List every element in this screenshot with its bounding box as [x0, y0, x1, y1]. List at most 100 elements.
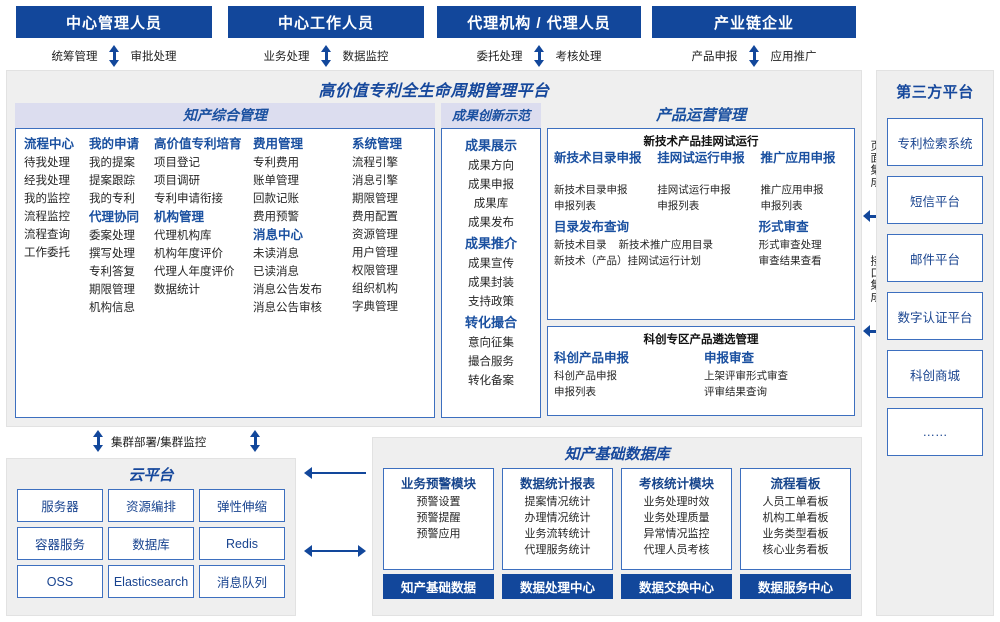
third-party-item-1[interactable]: 短信平台 [887, 176, 983, 224]
ip-menu-item[interactable]: 用户管理 [352, 247, 398, 259]
ip-menu-item[interactable]: 我的监控 [24, 193, 70, 205]
ip-menu-item[interactable]: 消息公告审核 [253, 302, 322, 314]
form-review-item[interactable]: 形式审查处理 [758, 239, 822, 251]
db-menu-item[interactable]: 业务处理时效 [643, 496, 710, 508]
product-menu-item[interactable]: 推广应用申报 [760, 184, 824, 196]
selection-menu-item[interactable]: 评审结果查询 [704, 386, 767, 398]
cloud-cell-4[interactable]: 数据库 [108, 527, 194, 560]
ip-menu-item[interactable]: 经我处理 [24, 175, 70, 187]
form-review-item[interactable]: 审查结果查看 [758, 255, 822, 267]
third-party-item-4[interactable]: 科创商城 [887, 350, 983, 398]
third-party-item-3[interactable]: 数字认证平台 [887, 292, 983, 340]
achievement-menu-item[interactable]: 转化备案 [468, 375, 514, 387]
db-menu-item[interactable]: 业务处理质量 [643, 512, 710, 524]
ip-menu-item[interactable]: 未读消息 [253, 248, 299, 260]
cloud-cell-3[interactable]: 容器服务 [17, 527, 103, 560]
achievement-menu-item[interactable]: 支持政策 [468, 296, 514, 308]
catalog-item[interactable]: 新技术（产品）挂网试运行计划 [554, 255, 701, 267]
achievement-menu-item[interactable]: 撮合服务 [468, 356, 514, 368]
ip-menu-item[interactable]: 已读消息 [253, 266, 299, 278]
db-menu-item[interactable]: 核心业务看板 [762, 544, 829, 556]
selection-menu-item[interactable]: 申报列表 [554, 386, 596, 398]
cloud-cell-7[interactable]: Elasticsearch [108, 565, 194, 598]
cloud-cell-8[interactable]: 消息队列 [199, 565, 285, 598]
achievement-menu-item[interactable]: 成果申报 [468, 179, 514, 191]
ip-menu-item[interactable]: 机构年度评价 [154, 248, 223, 260]
db-footer-3[interactable]: 数据服务中心 [740, 574, 851, 599]
ip-menu-item[interactable]: 代理机构库 [154, 230, 212, 242]
db-menu-item[interactable]: 代理服务统计 [524, 544, 591, 556]
ip-menu-item[interactable]: 代理人年度评价 [154, 266, 235, 278]
ip-menu-item[interactable]: 我的专利 [89, 193, 135, 205]
cloud-cell-0[interactable]: 服务器 [17, 489, 103, 522]
ip-menu-item[interactable]: 专利答复 [89, 266, 135, 278]
achievement-menu-item[interactable]: 成果宣传 [468, 258, 514, 270]
catalog-item[interactable]: 新技术推广应用目录 [618, 239, 714, 251]
third-party-item-5[interactable]: …… [887, 408, 983, 456]
ip-menu-item[interactable]: 费用预警 [253, 211, 299, 223]
db-menu-item[interactable]: 业务类型看板 [762, 528, 829, 540]
ip-menu-item[interactable]: 项目登记 [154, 157, 200, 169]
db-menu-item[interactable]: 人员工单看板 [762, 496, 829, 508]
product-menu-item[interactable]: 挂网试运行申报 [657, 184, 731, 196]
cloud-cell-1[interactable]: 资源编排 [108, 489, 194, 522]
catalog-item[interactable]: 新技术目录 [554, 239, 607, 251]
ip-menu-item[interactable]: 项目调研 [154, 175, 200, 187]
db-footer-1[interactable]: 数据处理中心 [502, 574, 613, 599]
ip-menu-item[interactable]: 期限管理 [352, 193, 398, 205]
ip-menu-item[interactable]: 数据统计 [154, 284, 200, 296]
ip-menu-item[interactable]: 费用配置 [352, 211, 398, 223]
ip-menu-item[interactable]: 专利申请衔接 [154, 193, 223, 205]
third-party-item-0[interactable]: 专利检索系统 [887, 118, 983, 166]
ip-menu-item[interactable]: 回款记账 [253, 193, 299, 205]
product-menu-item[interactable]: 申报列表 [657, 200, 700, 212]
achievement-menu-item[interactable]: 成果封装 [468, 277, 514, 289]
ip-menu-item[interactable]: 待我处理 [24, 157, 70, 169]
ip-menu-item[interactable]: 字典管理 [352, 301, 398, 313]
ip-menu-item[interactable]: 撰写处理 [89, 248, 135, 260]
db-menu-item[interactable]: 异常情况监控 [643, 528, 710, 540]
db-menu-item[interactable]: 代理人员考核 [643, 544, 710, 556]
db-footer-2[interactable]: 数据交换中心 [621, 574, 732, 599]
cloud-cell-2[interactable]: 弹性伸缩 [199, 489, 285, 522]
ip-menu-item[interactable]: 专利费用 [253, 157, 299, 169]
role-box-2[interactable]: 代理机构 / 代理人员 [437, 6, 641, 38]
ip-menu-item[interactable]: 工作委托 [24, 247, 70, 259]
achievement-menu-item[interactable]: 成果方向 [468, 160, 514, 172]
ip-menu-item[interactable]: 期限管理 [89, 284, 135, 296]
db-menu-item[interactable]: 机构工单看板 [762, 512, 829, 524]
achievement-menu-item[interactable]: 意向征集 [468, 337, 514, 349]
selection-menu-item[interactable]: 上架评审形式审查 [704, 370, 788, 382]
ip-menu-item[interactable]: 资源管理 [352, 229, 398, 241]
cloud-cell-5[interactable]: Redis [199, 527, 285, 560]
product-menu-item[interactable]: 申报列表 [760, 200, 803, 212]
third-party-item-2[interactable]: 邮件平台 [887, 234, 983, 282]
ip-menu-item[interactable]: 机构信息 [89, 302, 135, 314]
ip-menu-item[interactable]: 委案处理 [89, 230, 135, 242]
ip-menu-item[interactable]: 权限管理 [352, 265, 398, 277]
ip-menu-item[interactable]: 我的提案 [89, 157, 135, 169]
achievement-menu-item[interactable]: 成果库 [473, 198, 509, 210]
db-menu-item[interactable]: 业务流转统计 [524, 528, 591, 540]
db-menu-item[interactable]: 办理情况统计 [524, 512, 591, 524]
ip-menu-item[interactable]: 流程查询 [24, 229, 70, 241]
product-menu-item[interactable]: 新技术目录申报 [554, 184, 628, 196]
role-box-0[interactable]: 中心管理人员 [16, 6, 212, 38]
ip-menu-item[interactable]: 账单管理 [253, 175, 299, 187]
ip-menu-item[interactable]: 提案跟踪 [89, 175, 135, 187]
selection-menu-item[interactable]: 科创产品申报 [554, 370, 617, 382]
role-box-3[interactable]: 产业链企业 [652, 6, 856, 38]
ip-menu-item[interactable]: 消息引擎 [352, 175, 398, 187]
role-box-1[interactable]: 中心工作人员 [228, 6, 424, 38]
ip-menu-item[interactable]: 流程引擎 [352, 157, 398, 169]
achievement-menu-item[interactable]: 成果发布 [468, 217, 514, 229]
product-menu-item[interactable]: 申报列表 [554, 200, 596, 212]
ip-menu-item[interactable]: 消息公告发布 [253, 284, 322, 296]
ip-menu-item[interactable]: 流程监控 [24, 211, 70, 223]
cloud-cell-6[interactable]: OSS [17, 565, 103, 598]
db-menu-item[interactable]: 预警应用 [416, 528, 461, 540]
ip-menu-item[interactable]: 组织机构 [352, 283, 398, 295]
db-menu-item[interactable]: 预警设置 [416, 496, 461, 508]
db-menu-item[interactable]: 提案情况统计 [524, 496, 591, 508]
db-menu-item[interactable]: 预警提醒 [416, 512, 461, 524]
